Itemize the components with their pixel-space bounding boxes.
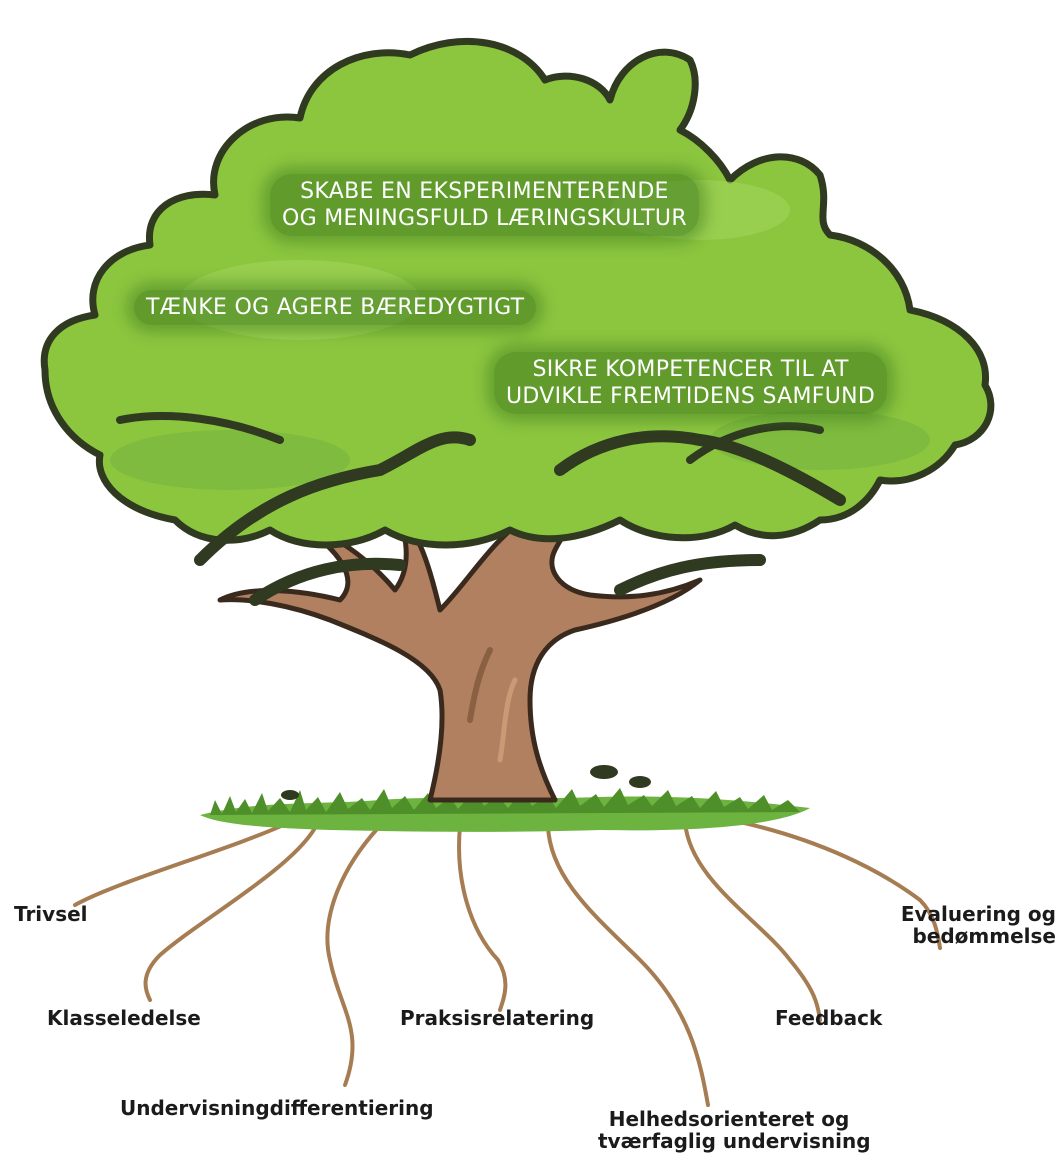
canopy-goal-learning-culture: SKABE EN EKSPERIMENTERENDE OG MENINGSFUL… [270,174,699,236]
root-label-trivsel: Trivsel [14,903,88,925]
root-label-praksisrelatering: Praksisrelatering [400,1007,594,1029]
root-label-evaluering: Evaluering og bedømmelse [901,903,1056,947]
root-klasseledelse [143,826,317,1002]
root-evaluering [738,820,942,950]
root-label-undervisningdifferentiering: Undervisningdifferentiering [120,1097,434,1119]
canopy-goal-line: TÆNKE OG AGERE BÆREDYGTIGT [146,295,525,320]
root-label-line: Trivsel [14,902,88,926]
root-label-feedback: Feedback [775,1007,882,1029]
root-label-line: bedømmelse [912,924,1056,948]
root-label-klasseledelse: Klasseledelse [47,1007,201,1029]
root-label-line: Praksisrelatering [400,1006,595,1030]
root-helhedsorienteret [546,824,710,1107]
trunk [217,448,703,803]
grass [200,765,810,832]
root-trivsel [73,820,292,907]
roots [73,820,942,1107]
root-praksisrelatering [457,824,508,1012]
root-label-line: Evaluering og [900,902,1056,926]
root-label-line: Helhedsorienteret og [608,1107,850,1131]
canopy-goal-competences: SIKRE KOMPETENCER TIL AT UDVIKLE FREMTID… [494,352,888,414]
root-feedback [683,820,822,1022]
root-label-line: Undervisningdifferentiering [120,1096,434,1120]
canopy-goal-sustainability: TÆNKE OG AGERE BÆREDYGTIGT [134,290,537,325]
canopy-goal-line: UDVIKLE FREMTIDENS SAMFUND [506,384,876,409]
canopy-goal-line: SIKRE KOMPETENCER TIL AT [532,357,849,382]
canopy-goal-line: OG MENINGSFULD LÆRINGSKULTUR [282,206,687,231]
root-label-line: Klasseledelse [47,1006,201,1030]
root-undervisningdifferentiering [325,826,380,1087]
root-label-helhedsorienteret: Helhedsorienteret og tværfaglig undervis… [598,1107,871,1153]
canopy-goal-line: SKABE EN EKSPERIMENTERENDE [300,179,669,204]
root-label-line: Feedback [775,1006,883,1030]
root-label-line: tværfaglig undervisning [598,1129,871,1153]
